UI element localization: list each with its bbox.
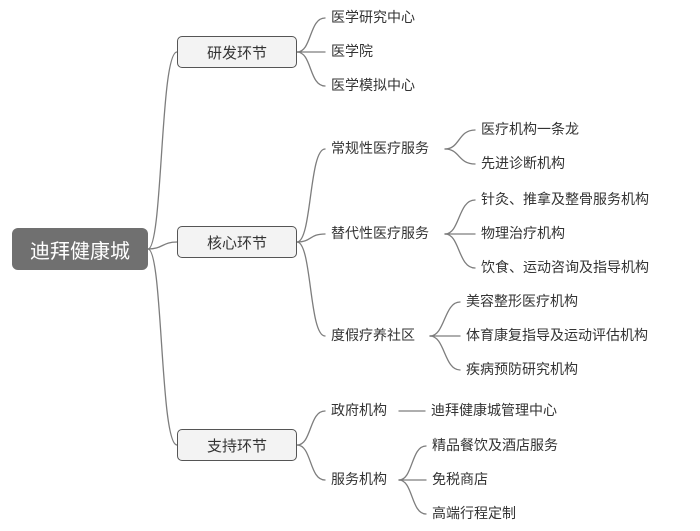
leaf-node: 先进诊断机构 xyxy=(481,156,565,172)
branch-core[interactable]: 核心环节 xyxy=(177,226,297,258)
link-b1-g0-i1 xyxy=(444,148,476,165)
leaf-node: 疾病预防研究机构 xyxy=(466,362,578,378)
link-b1-g2-i2 xyxy=(429,335,461,371)
leaf-node: 医学模拟中心 xyxy=(331,78,415,94)
link-b1-g1-i0 xyxy=(444,199,476,235)
leaf-node: 免税商店 xyxy=(432,472,488,488)
link-b2-g0 xyxy=(296,410,326,446)
link-b1-g1-i2 xyxy=(444,233,476,269)
branch-support[interactable]: 支持环节 xyxy=(177,429,297,461)
link-b1-g2-i0 xyxy=(429,301,461,337)
leaf-node: 体育康复指导及运动评估机构 xyxy=(466,328,648,344)
leaf-node: 高端行程定制 xyxy=(432,506,516,522)
group-node: 度假疗养社区 xyxy=(331,328,415,344)
root-to-branch-1 xyxy=(147,241,178,250)
leaf-node: 美容整形医疗机构 xyxy=(466,294,578,310)
link-b0-i2 xyxy=(296,51,326,87)
root-to-branch-2 xyxy=(147,248,178,446)
leaf-node: 物理治疗机构 xyxy=(481,226,565,242)
leaf-node: 针灸、推拿及整骨服务机构 xyxy=(481,192,649,208)
link-b1-g2 xyxy=(296,241,326,337)
leaf-node: 医学研究中心 xyxy=(331,10,415,26)
leaf-node: 医学院 xyxy=(331,44,373,60)
branch-rd[interactable]: 研发环节 xyxy=(177,36,297,68)
root-to-branch-0 xyxy=(147,51,178,250)
link-b2-g1-i0 xyxy=(398,445,427,481)
link-b1-g0-i0 xyxy=(444,129,476,150)
leaf-node: 医疗机构一条龙 xyxy=(481,122,579,138)
group-node: 政府机构 xyxy=(331,403,387,419)
link-b2-g1-i2 xyxy=(398,479,427,515)
leaf-node: 迪拜健康城管理中心 xyxy=(431,403,557,419)
group-node: 替代性医疗服务 xyxy=(331,226,429,242)
link-b1-g0 xyxy=(296,148,326,243)
group-node: 服务机构 xyxy=(331,472,387,488)
leaf-node: 精品餐饮及酒店服务 xyxy=(432,438,558,454)
link-b2-g1 xyxy=(296,444,326,481)
leaf-node: 饮食、运动咨询及指导机构 xyxy=(481,260,649,276)
link-b1-g1 xyxy=(296,233,326,243)
group-node: 常规性医疗服务 xyxy=(331,141,429,157)
link-b0-i0 xyxy=(296,17,326,53)
root-node[interactable]: 迪拜健康城 xyxy=(12,228,148,270)
